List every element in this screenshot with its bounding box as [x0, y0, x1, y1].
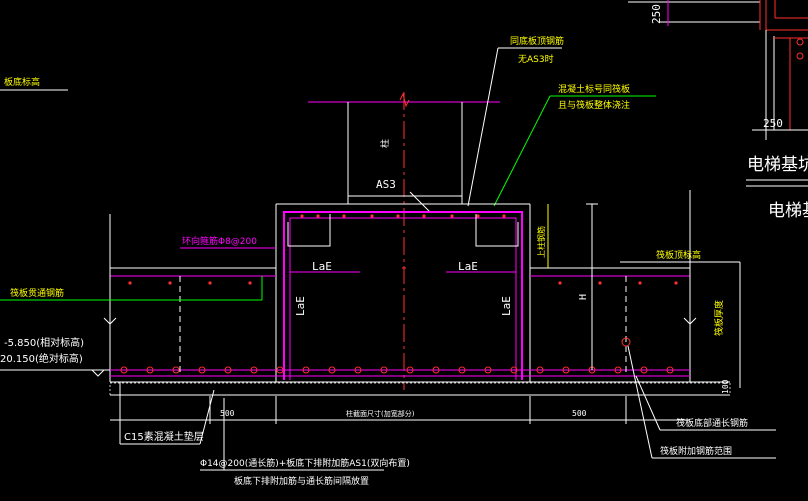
top-right-detail	[628, 0, 808, 187]
bottom-rebar-spacing-note: 板底下排附加筋与通长筋间隔放置	[234, 475, 369, 487]
raft-through-rebar-label: 筏板贯通钢筋	[10, 287, 64, 299]
same-rebar-note: 同底板顶钢筋	[510, 35, 564, 47]
elevator-pit-title: 电梯基坑	[747, 155, 808, 175]
cushion-layer-label: C15素混凝土垫层	[124, 430, 204, 443]
right-dim-250-text: 250	[763, 117, 783, 130]
beam-elevation-label: 板底标高	[4, 76, 40, 88]
column-section-note: 柱截面尺寸(加宽部分)	[346, 409, 415, 418]
elevator-pit-subtitle: 电梯基	[768, 201, 808, 221]
dim-100-label: 100	[721, 379, 730, 394]
raft-bottom-through-label: 筏板底部通长钢筋	[676, 417, 748, 429]
dim-500-right-label: 500	[572, 409, 587, 418]
lae-vertical-left-label: LaE	[294, 296, 307, 316]
absolute-elevation-label: 20.150(绝对标高)	[0, 352, 83, 365]
raft-additional-rebar-label: 筏板附加钢筋范围	[660, 445, 732, 457]
relative-elevation-label: -5.850(相对标高)	[4, 336, 84, 349]
top-dim-250-text: 250	[650, 4, 663, 24]
raft-slab	[103, 190, 731, 396]
raft-top-elevation-label: 筏板顶标高	[656, 249, 701, 261]
as3-label: AS3	[376, 178, 396, 191]
no-as3-note: 无AS3时	[518, 53, 554, 65]
h-dimension-label: H	[578, 294, 589, 300]
pedestal	[275, 203, 531, 382]
lae-vertical-right-label: LaE	[500, 296, 513, 316]
bottom-rebar-note: Φ14@200(通长筋)+板底下排附加筋AS1(双向布置)	[200, 457, 410, 469]
monolithic-pour-note: 且与筏板整体浇注	[558, 99, 630, 111]
concrete-grade-note: 混凝土标号同筏板	[558, 83, 630, 95]
lae-right-label: LaE	[458, 260, 478, 273]
raft-thickness-label: 筏板厚度	[713, 300, 725, 336]
column-outline	[308, 92, 500, 390]
lae-left-label: LaE	[312, 260, 332, 273]
ring-stirrup-label: 环向箍筋Φ8@200	[182, 235, 257, 247]
column-mark: 柱	[379, 139, 391, 148]
column-rebar-label: 上柱钢筋	[536, 226, 546, 258]
dim-500-left-label: 500	[220, 409, 235, 418]
